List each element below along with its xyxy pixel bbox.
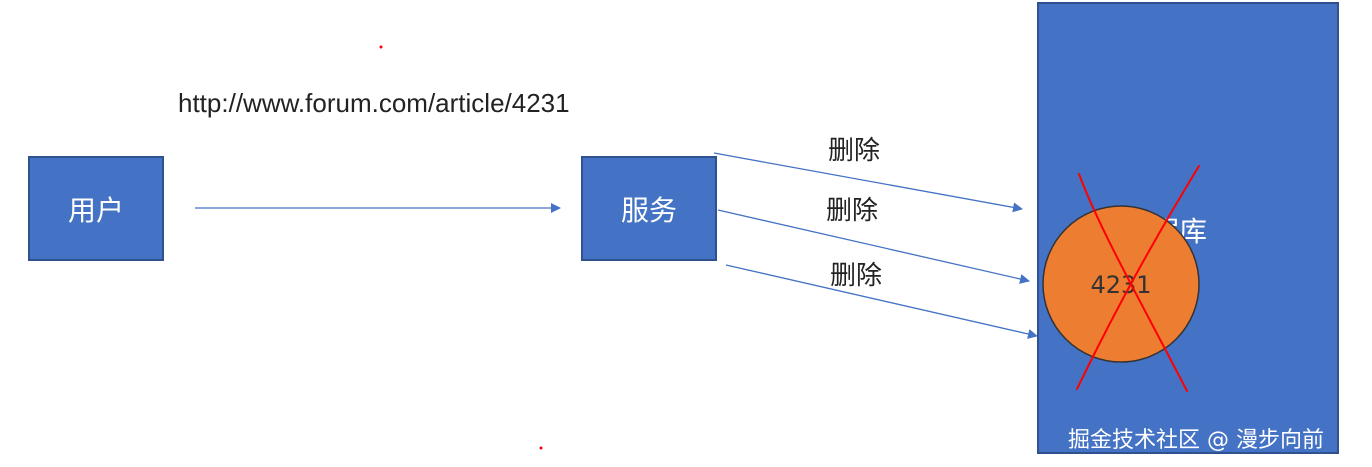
delete-arrow-2 xyxy=(717,209,1030,284)
service-node: 服务 xyxy=(581,156,717,261)
cross-mark-stroke-1 xyxy=(1078,173,1188,392)
cross-mark-stroke-2 xyxy=(1076,165,1200,390)
edge-label-delete-1: 删除 xyxy=(828,136,881,166)
record-id: 4231 xyxy=(1090,271,1151,299)
watermark-text: 掘金技术社区 @ 漫步向前 xyxy=(1068,428,1324,453)
stray-dot xyxy=(539,446,543,450)
edge-label-delete-3: 删除 xyxy=(830,261,883,291)
stray-dot xyxy=(379,45,383,49)
edge-label-delete-2: 删除 xyxy=(826,196,879,226)
delete-arrow-1 xyxy=(713,152,1023,213)
delete-arrow-3 xyxy=(725,264,1038,339)
service-node-label: 服务 xyxy=(620,193,677,227)
user-node: 用户 xyxy=(28,156,164,261)
request-url: http://www.forum.com/article/4231 xyxy=(178,88,570,118)
user-node-label: 用户 xyxy=(67,193,124,227)
record-circle xyxy=(1042,205,1200,363)
